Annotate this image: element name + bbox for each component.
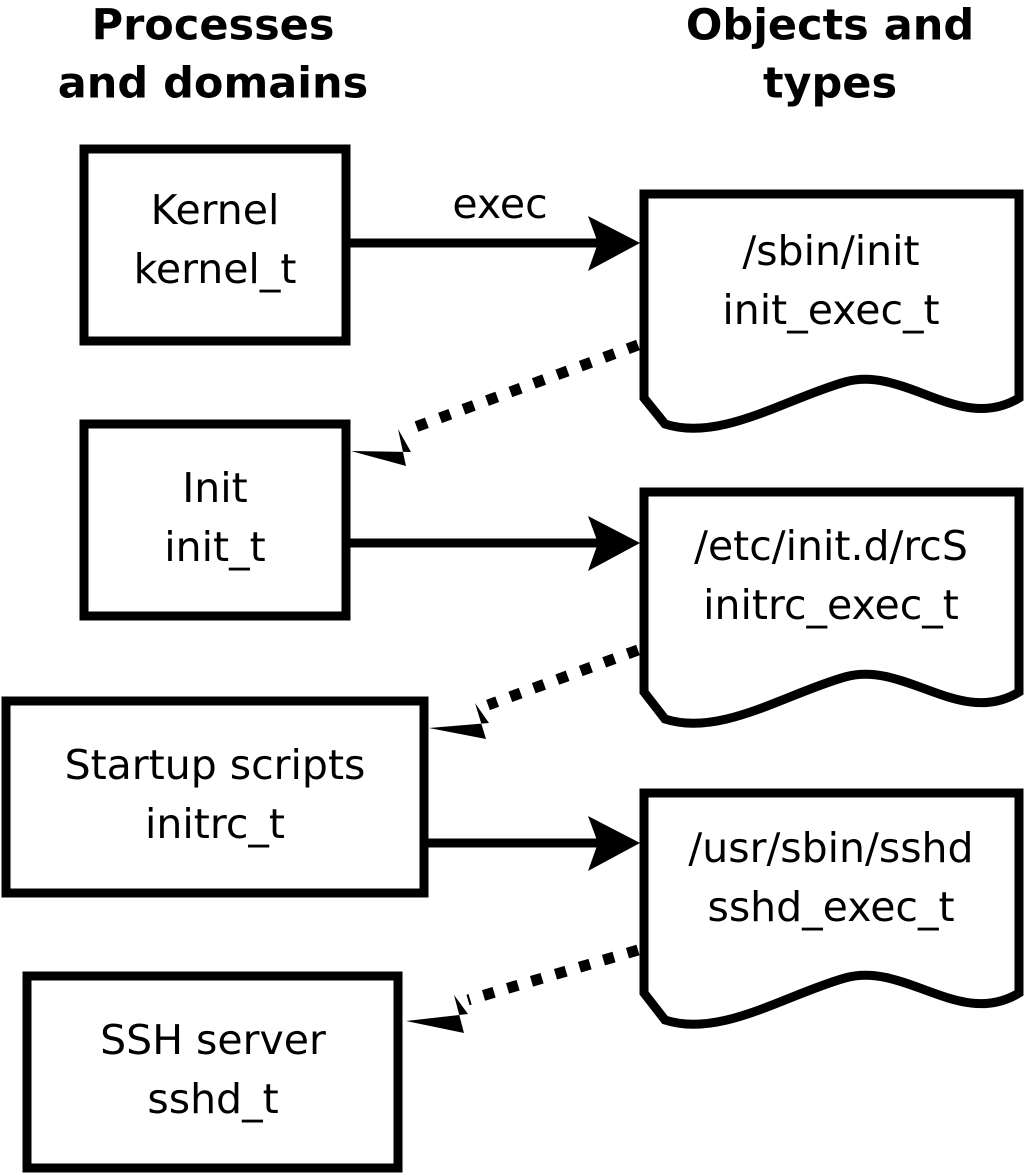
edge-init-to-initrc-exec-arrowhead	[588, 516, 640, 571]
edge-initrc-to-sshd-exec-arrowhead	[588, 816, 640, 871]
column-header-objects-line2: types	[763, 59, 897, 109]
edge-sshd-exec-to-sshd	[406, 944, 640, 1033]
edge-init-exec-to-init-arrowhead	[351, 429, 411, 466]
edge-sshd-exec-to-sshd-line	[466, 944, 640, 1006]
node-kernel-box[interactable]	[79, 144, 351, 346]
column-header-processes-line1: Processes	[92, 1, 335, 51]
edge-init-exec-to-init-line	[408, 339, 640, 435]
edge-initrc-exec-to-initrc	[429, 644, 640, 739]
node-kernel-line2: kernel_t	[134, 245, 297, 293]
node-init-exec[interactable]: /sbin/init init_exec_t	[639, 189, 1024, 433]
node-init-exec-document[interactable]	[639, 189, 1024, 433]
column-header-objects: Objects and types	[686, 1, 974, 109]
node-initrc-exec-line1: /etc/init.d/rcS	[694, 522, 968, 570]
column-header-processes-line2: and domains	[58, 59, 368, 109]
node-init-exec-line1: /sbin/init	[742, 227, 919, 275]
node-init-exec-line2: init_exec_t	[722, 286, 939, 334]
edge-label-exec: exec	[452, 180, 547, 228]
node-initrc-box[interactable]	[1, 696, 429, 898]
edge-kernel-to-init-exec: exec	[350, 180, 640, 271]
node-initrc-exec[interactable]: /etc/init.d/rcS initrc_exec_t	[639, 487, 1024, 728]
edge-init-exec-to-init	[351, 339, 640, 466]
node-init[interactable]: Init init_t	[79, 419, 351, 621]
edge-initrc-exec-to-initrc-line	[486, 644, 640, 711]
node-initrc-exec-document[interactable]	[639, 487, 1024, 728]
edge-initrc-to-sshd-exec	[428, 816, 640, 871]
node-sshd-exec-line2: sshd_exec_t	[707, 883, 954, 931]
column-header-processes: Processes and domains	[58, 1, 368, 109]
node-initrc-line1: Startup scripts	[65, 741, 366, 789]
node-sshd-box[interactable]	[22, 971, 403, 1173]
node-init-box[interactable]	[79, 419, 351, 621]
node-initrc-line2: initrc_t	[145, 800, 285, 848]
edge-init-to-initrc-exec	[350, 516, 640, 571]
node-initrc[interactable]: Startup scripts initrc_t	[1, 696, 429, 898]
node-kernel[interactable]: Kernel kernel_t	[79, 144, 351, 346]
node-init-line1: Init	[182, 464, 248, 512]
edge-kernel-to-init-exec-arrowhead	[588, 216, 640, 271]
node-sshd-line2: sshd_t	[147, 1075, 278, 1123]
column-header-objects-line1: Objects and	[686, 1, 974, 51]
node-sshd-exec-line1: /usr/sbin/sshd	[688, 824, 973, 872]
node-sshd-exec[interactable]: /usr/sbin/sshd sshd_exec_t	[639, 788, 1024, 1029]
edge-sshd-exec-to-sshd-arrowhead	[406, 995, 468, 1033]
node-sshd-exec-document[interactable]	[639, 788, 1024, 1029]
node-init-line2: init_t	[164, 523, 265, 571]
node-sshd[interactable]: SSH server sshd_t	[22, 971, 403, 1173]
node-initrc-exec-line2: initrc_exec_t	[703, 581, 959, 629]
node-sshd-line1: SSH server	[100, 1016, 326, 1064]
node-kernel-line1: Kernel	[151, 186, 280, 234]
edge-initrc-exec-to-initrc-arrowhead	[429, 703, 489, 739]
